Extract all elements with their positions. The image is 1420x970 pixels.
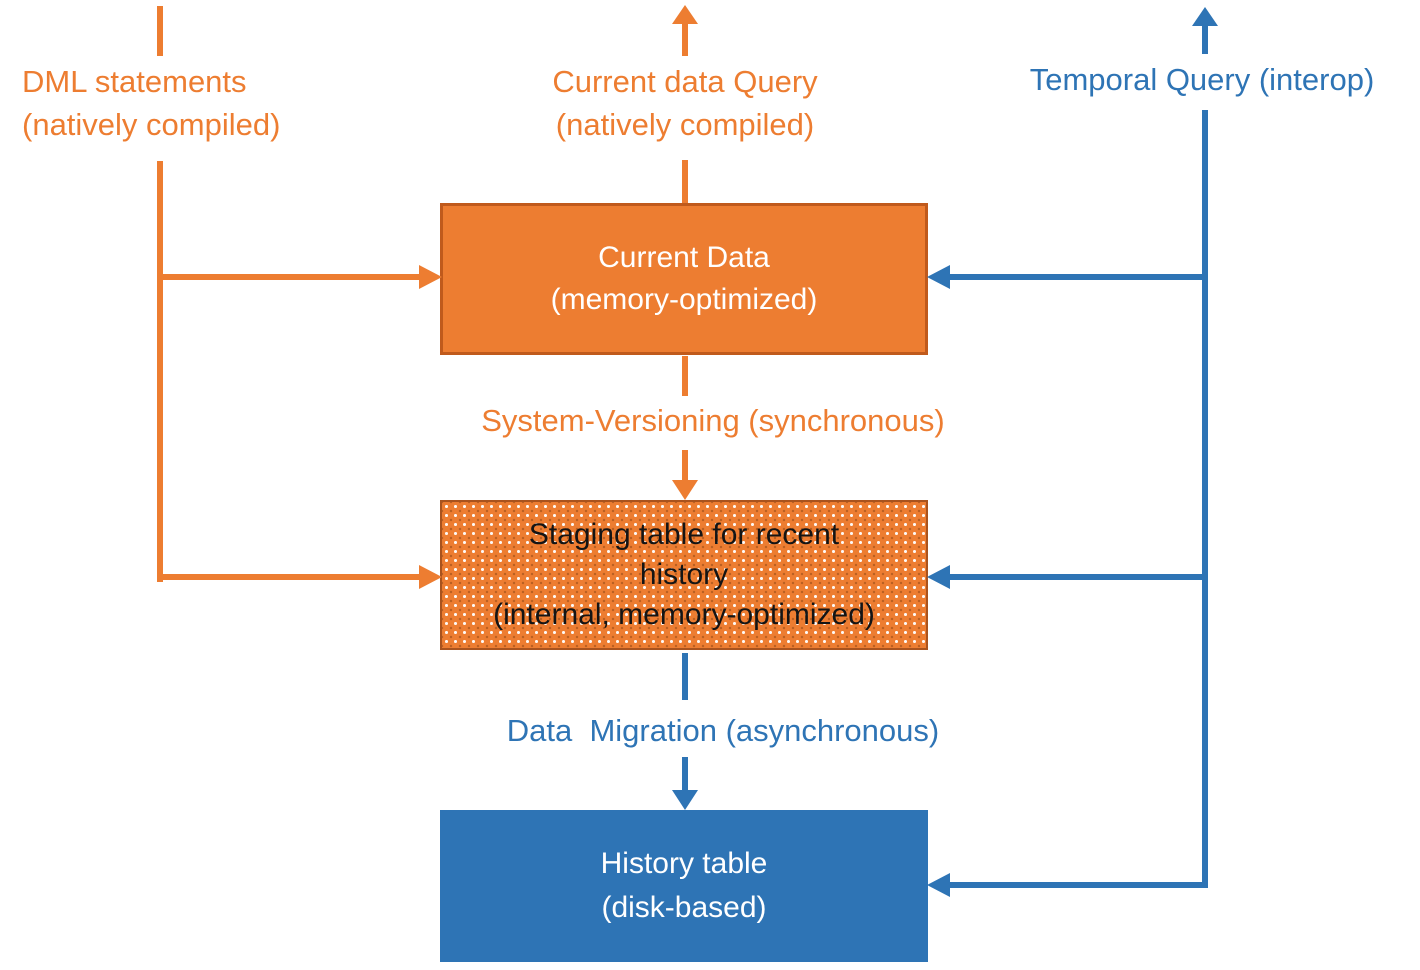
current-to-system-versioning-line [682,356,688,396]
data-migration-label: Data Migration (asynchronous) [506,713,940,748]
current-data-query-label: Current data Query (natively compiled) [552,64,818,142]
staging-table-box: Staging table for recent history (intern… [440,500,928,650]
dml-to-current-line [157,274,421,280]
temporal-query-up-arrow-stem [1202,24,1208,54]
system-versioning-to-staging-arrowhead-icon [672,480,698,500]
history-table-box: History table (disk-based) [440,810,928,962]
dml-input-line-top [157,6,163,56]
temporal-query-up-arrowhead-icon [1192,7,1218,26]
temporal-query-line-main [1202,110,1208,888]
dml-input-line-main [157,161,163,582]
system-versioning-label: System-Versioning (synchronous) [481,403,945,438]
dml-to-staging-arrowhead-icon [419,565,442,589]
data-migration-to-history-stem [682,757,688,791]
data-migration-to-history-arrowhead-icon [672,790,698,810]
system-versioning-to-staging-stem [682,450,688,482]
temporal-to-staging-arrowhead-icon [927,565,950,589]
temporal-query-label: Temporal Query (interop) [1029,62,1375,97]
staging-table-box-text: Staging table for recent history (intern… [493,518,875,631]
staging-to-data-migration-line [682,653,688,700]
current-data-box-subtitle: (memory-optimized) [550,283,818,316]
temporal-to-staging-line [949,574,1208,580]
history-table-box-title: History table [600,847,768,880]
dml-statements-label: DML statements (natively compiled) [22,64,281,142]
dml-to-staging-line [157,574,421,580]
temporal-to-current-line [949,274,1208,280]
current-query-up-arrow-stem [682,22,688,56]
current-data-box: Current Data (memory-optimized) [440,203,928,355]
dml-to-current-arrowhead-icon [419,265,442,289]
temporal-to-history-line [949,882,1208,888]
temporal-to-history-arrowhead-icon [927,873,950,897]
current-data-box-title: Current Data [598,241,770,274]
temporal-to-current-arrowhead-icon [927,265,950,289]
current-query-up-arrowhead-icon [672,5,698,24]
history-table-box-subtitle: (disk-based) [601,891,767,924]
query-to-current-box-line [682,160,688,203]
